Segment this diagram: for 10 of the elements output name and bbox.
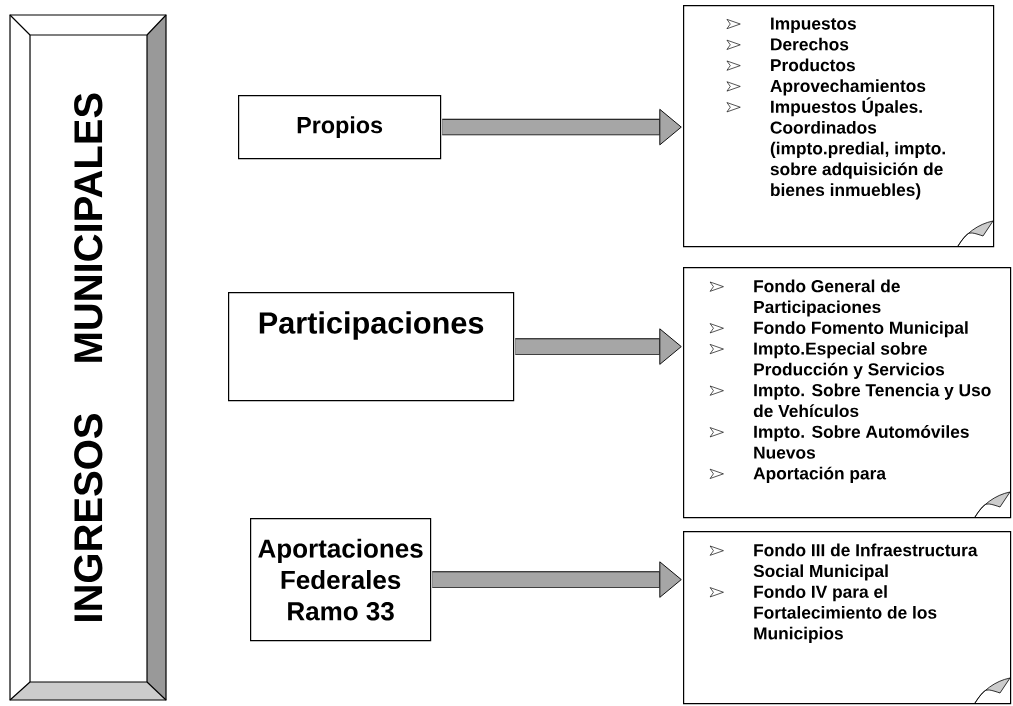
bevel-frame: INGRESOS MUNICIPALES — [9, 14, 167, 701]
label-box: Propios — [238, 95, 442, 160]
note-card: Impuestos Derechos Productos Aprovechamientos Impuestos Úpales. Coordinados (impto.predial, impto. sobre adquisición de bienes inmuebles) — [683, 5, 995, 248]
label-box: Aportaciones Federales Ramo 33 — [250, 518, 432, 642]
label-box: Participaciones — [228, 292, 515, 402]
block-arrow — [442, 108, 682, 146]
note-card: Fondo III de Infraestructura Social Municipal Fondo IV para el Fortalecimiento de los Municipios — [683, 531, 1012, 705]
block-arrow — [515, 328, 682, 365]
block-arrow — [432, 561, 682, 598]
note-card: Fondo General de Participaciones Fondo Fomento Municipal Impto.Especial sobre Producción y Servicios Impto. Sobre Tenencia y Uso de Vehículos Impto. Sobre Automóviles Nuevos Aportación para — [683, 267, 1012, 519]
